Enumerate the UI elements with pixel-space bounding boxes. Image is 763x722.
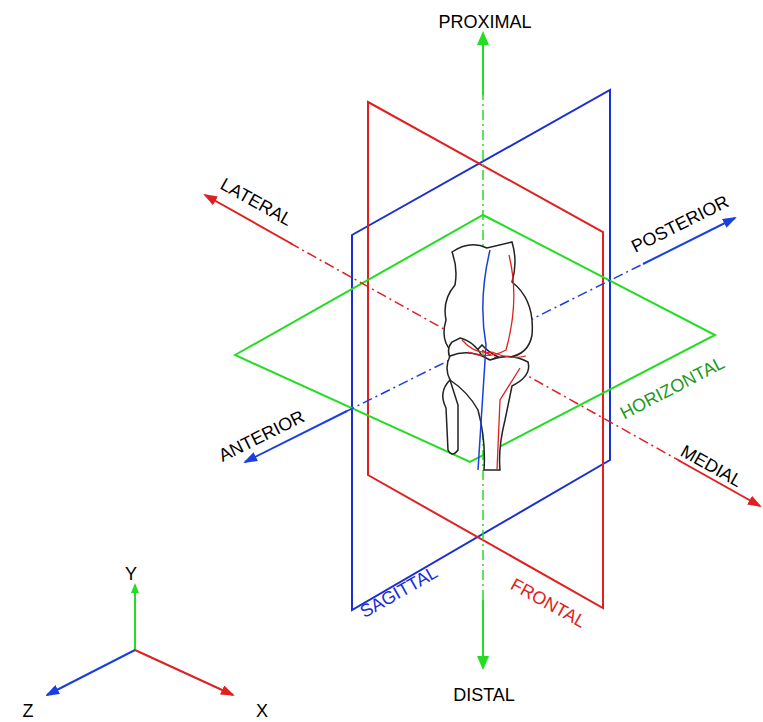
direction-label: DISTAL	[453, 686, 515, 704]
axis-label: X	[256, 702, 268, 720]
frontal-plane	[368, 102, 603, 608]
knee-illustration	[443, 242, 533, 470]
direction-label: LATERAL	[217, 175, 294, 229]
proximal-arrow	[482, 33, 484, 95]
x-axis	[135, 650, 233, 695]
direction-label: PROXIMAL	[438, 13, 531, 31]
plane-label: SAGITTAL	[357, 563, 440, 621]
axis-label: Y	[125, 565, 137, 583]
y-axis	[134, 585, 136, 650]
direction-label: ANTERIOR	[216, 407, 307, 465]
axis-label: Z	[23, 702, 34, 720]
distal-arrow	[482, 600, 484, 668]
plane-label: HORIZONTAL	[617, 354, 727, 423]
z-axis	[47, 650, 135, 695]
plane-label: FRONTAL	[507, 575, 588, 631]
sagittal-plane	[352, 90, 610, 610]
